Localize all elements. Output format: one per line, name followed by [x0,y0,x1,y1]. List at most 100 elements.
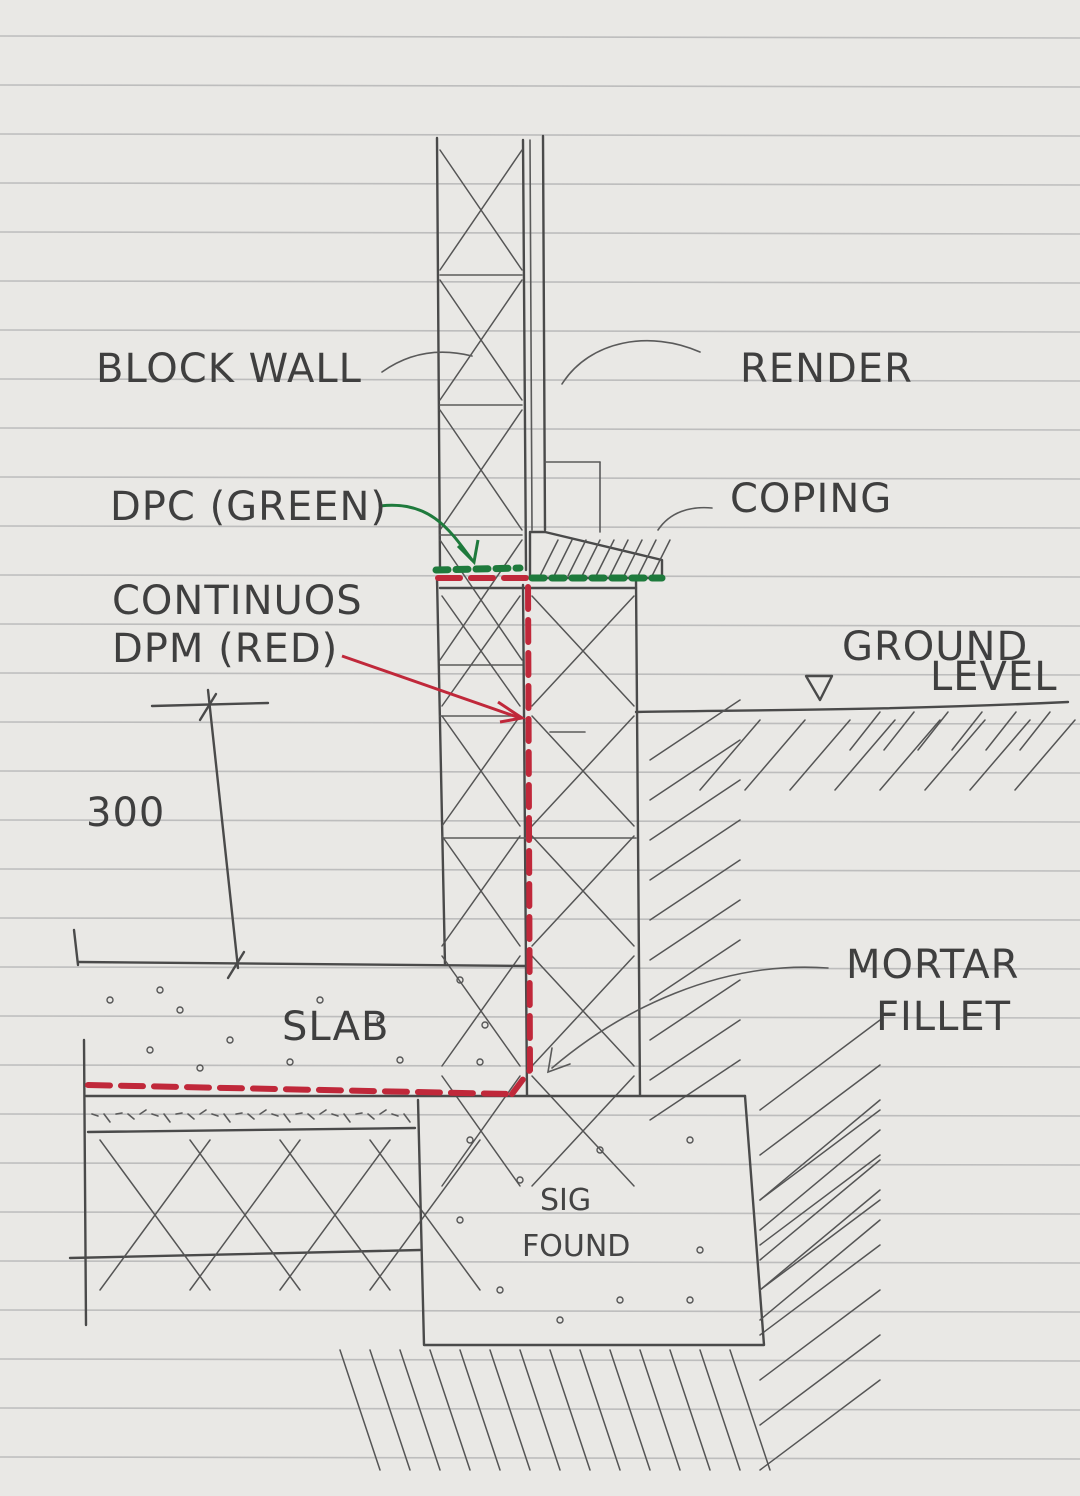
dpc-line [432,564,666,582]
sketch-stroke [439,279,523,401]
label-ground-line2: LEVEL [930,654,1057,700]
sketch-stroke [0,231,1080,235]
foundation-soil-hatching [339,1099,881,1471]
sketch-stroke [759,1109,881,1201]
block-wall-hatching [439,149,523,666]
sketch-stroke [539,539,559,577]
sketch-stroke [649,859,741,921]
sketch-stroke [553,539,573,577]
sketch-stroke [199,1109,207,1115]
sketch-stroke [531,955,635,1067]
hardcore-hatching [99,1139,481,1291]
sketch-stroke [429,1349,471,1471]
foundation [339,1094,881,1471]
sketch-stroke [649,899,741,961]
sketch-stroke [0,133,1080,137]
aggregate-dot [376,1016,384,1024]
sketch-stroke [331,1113,339,1117]
sketch-stroke [744,719,806,791]
label-ground-line1: GROUND [842,624,1028,670]
sketch-stroke [441,715,521,827]
sketch-stroke [235,1112,243,1115]
sketch-stroke [759,1189,881,1291]
sketch-stroke [969,719,1031,791]
ground-level [634,674,1076,1471]
sketch-stroke [637,539,657,577]
sketch-stroke [759,1219,881,1321]
sketch-stroke [399,1349,441,1471]
sketch-stroke [103,1113,111,1123]
sketch-stroke [649,979,741,1041]
sketch-stroke [649,1019,741,1081]
sketch-stroke [189,1139,301,1291]
sketch-stroke [0,1211,1080,1215]
sketch-stroke [531,715,635,827]
sketch-stroke [0,378,1080,382]
label-slab: SLAB [282,1004,389,1050]
leader-lines [341,340,829,1074]
sketch-stroke [1014,719,1076,791]
sketch-stroke [759,1334,881,1426]
sketch-stroke [439,149,523,271]
sketch-stroke [339,1349,381,1471]
sketch-stroke [789,719,851,791]
sketch-stroke [567,539,587,577]
sketch-stroke [489,1349,531,1471]
sketch-stroke [0,819,1080,823]
sketch-stroke [441,835,521,947]
aggregate-dot [456,1216,464,1224]
sketch-stroke [441,955,521,1067]
sketch-stroke [759,1129,881,1231]
sketch-stroke [259,1109,267,1115]
sketch-stroke [0,182,1080,186]
sketch-stroke [759,1199,881,1291]
sketch-stroke [729,1349,771,1471]
sketch-stroke [649,819,741,881]
sketch-stroke [759,1244,881,1336]
sketch-stroke [879,719,941,791]
coping-hatching [539,539,671,577]
sketch-stroke [391,1113,399,1117]
hardcore-layer [68,1109,481,1291]
sketch-stroke [441,595,521,707]
sketch-stroke [279,1139,391,1291]
label-coping: COPING [730,476,892,522]
sketch-stroke [307,1113,315,1120]
sketch-stroke [759,1289,881,1381]
aggregate-dot [106,996,114,1004]
label-block-wall: BLOCK WALL [96,346,362,392]
aggregate-dot [556,1316,564,1324]
sand-blinding [91,1109,411,1123]
notebook-ruled-lines [0,35,1080,1460]
lower-wall [435,576,642,1187]
sketch-stroke [175,1112,183,1115]
sketch-stroke [609,539,629,577]
aggregate-dot [456,976,464,984]
sketch-stroke [211,1113,219,1117]
sketch-stroke [0,329,1080,333]
label-dpm-line1: CONTINUOS [112,578,363,624]
sketch-stroke [651,539,671,577]
sketch-stroke [0,280,1080,284]
sketch-stroke [369,1349,411,1471]
sketch-stroke [1019,711,1051,751]
sketch-stroke [649,739,741,801]
lower-wall-hatching [441,595,635,1187]
label-found-line1: SIG [540,1183,591,1218]
aggregate-dot [226,1036,234,1044]
sketch-stroke [319,1109,327,1115]
sketch-stroke [283,1113,291,1123]
aggregate-dot [696,1246,704,1254]
sketch-stroke [759,1159,881,1261]
sketch-stroke [0,35,1080,39]
aggregate-dot [686,1136,694,1144]
sketch-stroke [151,1113,159,1117]
label-render: RENDER [740,346,913,392]
sketch-stroke [595,539,615,577]
sketch-stroke [0,623,1080,627]
sketch-stroke [519,1349,561,1471]
sketch-stroke [759,1064,881,1156]
sketch-stroke [649,939,741,1001]
sketch-stroke [459,1349,501,1471]
aggregate-dot [316,996,324,1004]
